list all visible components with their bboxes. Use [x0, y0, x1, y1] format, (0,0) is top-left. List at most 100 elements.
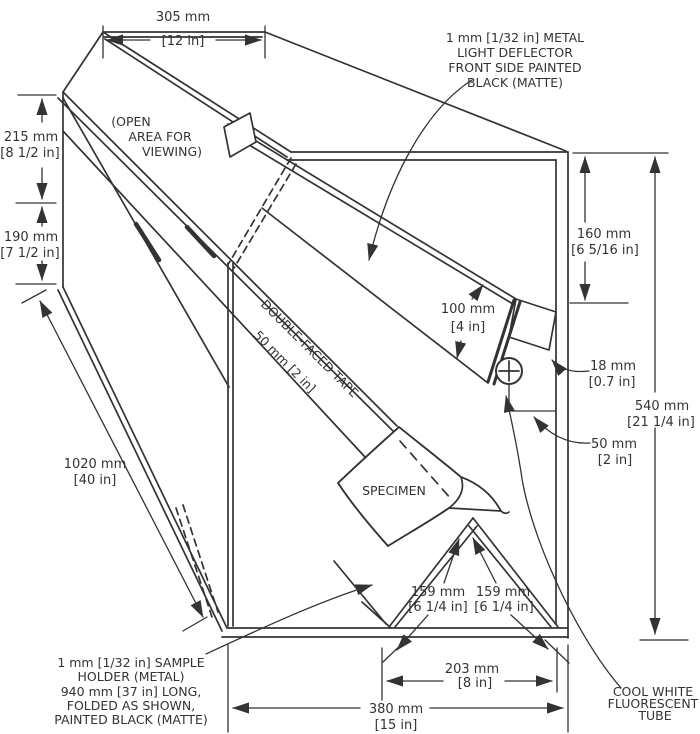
dim-holder-side-left-mm: 159 mm	[411, 585, 465, 600]
roof-back-edge-inner	[104, 38, 288, 158]
tape-lower-edge	[62, 130, 366, 458]
tube-label-line3: TUBE	[637, 708, 671, 723]
dim-arrow	[510, 614, 549, 650]
dim-deflector-gap-in: [4 in]	[451, 320, 485, 335]
dim-right-heights	[569, 152, 689, 641]
slope-top-edge	[62, 91, 398, 427]
holder-label-line4: FOLDED AS SHOWN,	[67, 698, 195, 713]
dim-upper-left-in: [8 1/2 in]	[0, 146, 59, 161]
dim-arrow	[468, 284, 484, 302]
dim-end-depth-in: [15 in]	[375, 718, 418, 733]
deflector-label-line1: 1 mm [1/32 in] METAL	[446, 30, 584, 45]
dim-arrow	[455, 340, 467, 359]
holder-label-line3: 940 mm [37 in] LONG,	[61, 684, 202, 699]
dim-lower-left-in: [7 1/2 in]	[0, 246, 59, 261]
dim-lower-left-mm: 190 mm	[4, 230, 58, 245]
specimen-drape	[337, 426, 510, 547]
specimen-label: SPECIMEN	[362, 483, 426, 498]
dim-slant-length	[21, 289, 208, 632]
specimen-hidden-tape-line	[399, 440, 453, 501]
specimen-top-edge	[398, 426, 462, 478]
dim-ticks	[569, 152, 689, 641]
dim-tube-offset-in: [0.7 in]	[589, 375, 636, 390]
deflector-leader	[367, 79, 473, 261]
bottom-frame	[221, 627, 569, 638]
deflector-label-line2: LIGHT DEFLECTOR	[457, 45, 573, 60]
dim-end-height-in: [21 1/4 in]	[627, 415, 695, 430]
dim-holder-side-right-mm: 159 mm	[476, 585, 530, 600]
tube-cross-icon	[498, 360, 520, 382]
slope-fold-mark-2	[133, 221, 162, 263]
dimension-graphics	[15, 25, 689, 733]
roof-back-edge	[102, 31, 292, 153]
slope-fold-mark	[184, 224, 217, 259]
dim-holder-side-right-in: [6 1/4 in]	[474, 600, 533, 615]
dim-line	[39, 300, 204, 618]
triangle-right-side	[472, 517, 559, 628]
dim-ticks	[102, 25, 266, 59]
roof-panel	[102, 31, 569, 161]
fluorescent-tube-symbol	[495, 357, 557, 412]
hidden-edge-upper	[228, 157, 292, 264]
dim-upper-left-mm: 215 mm	[4, 130, 58, 145]
deflector-top-edge	[227, 123, 517, 300]
holder-label-leader	[205, 584, 373, 655]
dimension-text: 305 mm [12 in] 215 mm [8 1/2 in] 190 mm …	[0, 10, 695, 733]
open-area-label-line3: VIEWING)	[142, 144, 202, 159]
tube-wall-leader	[533, 416, 591, 444]
dim-top-depth-mm: 305 mm	[156, 10, 210, 25]
open-area-label-line2: AREA FOR	[128, 129, 192, 144]
dim-bottom-widths	[227, 644, 569, 733]
light-deflector	[223, 112, 557, 386]
sloped-front	[57, 91, 398, 627]
dim-holder-base-in: [8 in]	[458, 676, 492, 691]
dim-ticks	[382, 638, 570, 664]
holder-label-line2: HOLDER (METAL)	[77, 669, 184, 684]
dim-ticks	[15, 94, 57, 285]
dim-deflector-gap	[455, 284, 484, 359]
dim-end-height-mm: 540 mm	[635, 399, 689, 414]
tube-label-line1: COOL WHITE	[613, 684, 693, 699]
leader-lines	[205, 79, 622, 689]
specimen-curl	[448, 476, 510, 515]
holder-flange-edge	[333, 560, 387, 625]
triangle-left-side-inner	[394, 525, 478, 628]
dim-ticks	[227, 644, 569, 733]
dim-slant-mm: 1020 mm	[64, 457, 127, 472]
dim-holder-base-mm: 203 mm	[445, 662, 499, 677]
deflector-top-edge-inner	[225, 130, 514, 305]
deflector-bottom-edge	[261, 207, 489, 384]
triangle-left-side	[388, 517, 474, 628]
dim-top-depth-in: [12 in]	[162, 34, 205, 49]
dim-deflector-drop-mm: 160 mm	[577, 227, 631, 242]
hidden-edge-upper-2	[233, 163, 297, 269]
right-end-panel	[555, 151, 569, 639]
tube-label-line2: FLUORESCENT	[608, 696, 699, 711]
deflector-label-line4: BLACK (MATTE)	[467, 75, 563, 90]
dim-top-depth	[102, 25, 266, 59]
dim-ticks	[21, 289, 208, 632]
dim-tube-wall-in: [2 in]	[598, 453, 632, 468]
holder-label-line1: 1 mm [1/32 in] SAMPLE	[57, 655, 204, 670]
dim-deflector-drop-in: [6 5/16 in]	[571, 243, 639, 258]
holder-label-line5: PAINTED BLACK (MATTE)	[54, 712, 208, 727]
dim-arrow	[472, 537, 497, 584]
hidden-edge-lower-2	[182, 504, 219, 613]
dim-triangle-sides	[382, 537, 570, 664]
dim-deflector-gap-mm: 100 mm	[441, 302, 495, 317]
deflector-left-flap	[223, 112, 257, 158]
left-roof-edge	[62, 31, 104, 93]
dim-slant-in: [40 in]	[74, 473, 117, 488]
deflector-label-line3: FRONT SIDE PAINTED	[448, 60, 581, 75]
deflector-strip-edge	[486, 298, 516, 384]
deflector-right-flap	[508, 298, 557, 351]
tube-label-leader	[503, 395, 622, 689]
dim-left-heights	[15, 94, 57, 285]
dim-arrow	[443, 538, 460, 584]
dim-holder-side-left-in: [6 1/4 in]	[408, 600, 467, 615]
slope-top-edge-inner	[57, 97, 394, 432]
specimen-edge	[337, 426, 450, 547]
open-area-label-line1: (OPEN	[111, 114, 151, 129]
